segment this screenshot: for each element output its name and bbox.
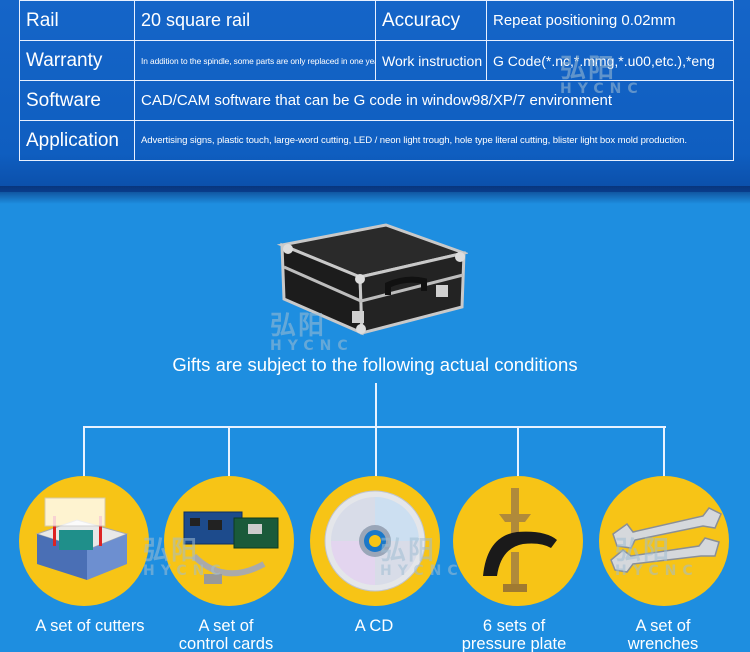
pressure-plate-icon <box>483 488 557 592</box>
tree-branch-line <box>83 426 85 478</box>
gift-cutters <box>19 476 149 606</box>
accuracy-value: Repeat positioning 0.02mm <box>486 0 734 41</box>
tree-stem-line <box>375 383 377 426</box>
cutters-box-icon <box>35 497 129 580</box>
gift-wrenches <box>599 476 729 606</box>
tree-branch-line <box>663 426 665 478</box>
gifts-title: Gifts are subject to the following actua… <box>172 354 578 375</box>
software-label: Software <box>19 80 135 121</box>
cd-icon <box>324 490 426 592</box>
gift-cd <box>310 476 440 606</box>
tree-branch-line <box>517 426 519 478</box>
spec-row-software: Software CAD/CAM software that can be G … <box>19 80 734 121</box>
tree-branch-line <box>375 426 377 478</box>
application-label: Application <box>19 120 135 161</box>
work-instruction-value: G Code(*.nc,*.mmg,*.u00,etc.),*eng <box>486 40 734 81</box>
application-value: Advertising signs, plastic touch, large-… <box>134 120 734 161</box>
gift-label-cutters: A set of cutters <box>35 617 145 635</box>
wrench-icon <box>610 507 722 573</box>
gift-label-cd: A CD <box>354 617 394 635</box>
spec-table: Rail 20 square rail Accuracy Repeat posi… <box>19 0 734 161</box>
rail-value: 20 square rail <box>134 0 376 41</box>
section-divider-shadow <box>0 186 750 204</box>
tree-branch-line <box>228 426 230 478</box>
spec-row-rail: Rail 20 square rail Accuracy Repeat posi… <box>19 0 734 41</box>
gift-control-cards <box>164 476 294 606</box>
warranty-value: In addition to the spindle, some parts a… <box>134 40 376 81</box>
tool-case-image <box>276 215 470 343</box>
gift-pressure-plate <box>453 476 583 606</box>
warranty-label: Warranty <box>19 40 135 81</box>
spec-section: Rail 20 square rail Accuracy Repeat posi… <box>0 0 750 192</box>
work-instruction-label: Work instruction <box>375 40 487 81</box>
rail-label: Rail <box>19 0 135 41</box>
control-card-icon <box>183 511 279 584</box>
spec-row-warranty: Warranty In addition to the spindle, som… <box>19 40 734 81</box>
accuracy-label: Accuracy <box>375 0 487 41</box>
tree-horizontal-line <box>83 426 666 428</box>
spec-row-application: Application Advertising signs, plastic t… <box>19 120 734 161</box>
software-value: CAD/CAM software that can be G code in w… <box>134 80 734 121</box>
